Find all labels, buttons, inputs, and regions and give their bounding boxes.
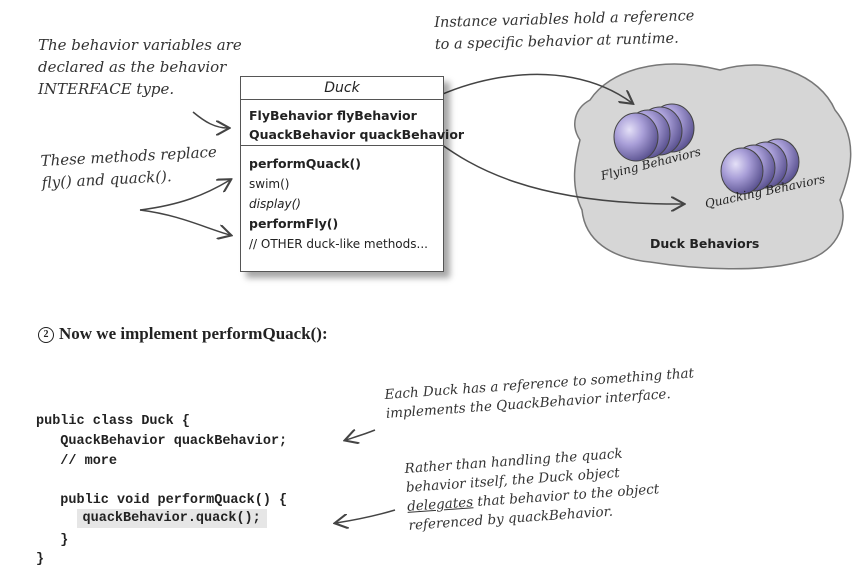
step-number: 2 [38,327,54,343]
flying-behaviors-spheres [613,103,695,162]
method-performfly: performFly() [249,216,339,231]
arrow-to-performfly [139,209,230,235]
class-methods: performQuack() swim() display() performF… [241,146,443,258]
method-swim: swim() [249,177,290,191]
heading-text: Now we implement performQuack(): [59,324,328,343]
class-attributes: FlyBehavior flyBehavior QuackBehavior qu… [241,100,465,146]
attribute-quack: QuackBehavior quackBehavior [249,127,465,142]
section-heading: 2 Now we implement performQuack(): [38,324,328,344]
code-line: // more [36,454,118,469]
delegates-word: delegates [406,494,474,515]
arrow-quackbehavior [437,141,683,204]
arrow-to-attributes [192,111,228,128]
note-line: INTERFACE type. [38,80,175,98]
quack-call-highlight: quackBehavior.quack(); [76,509,267,528]
code-line: } [36,552,45,567]
code-line: public void performQuack() { [36,493,288,508]
code-line: } [36,533,69,548]
quacking-behaviors-spheres [720,138,800,195]
class-name: Duck [241,77,443,100]
arrow-to-quack-call [336,509,396,523]
instance-variables-note: Instance variables hold a reference to a… [434,5,695,56]
attribute-fly: FlyBehavior flyBehavior [249,108,417,123]
method-performquack: performQuack() [249,156,361,171]
methods-replace-note: These methods replace fly() and quack(). [40,141,219,194]
method-other: // OTHER duck-like methods... [249,237,428,251]
note-line: declared as the behavior [38,58,227,76]
method-display: display() [249,197,301,211]
note-line: The behavior variables are [38,36,242,54]
arrow-to-performquack [139,180,230,211]
code-line-highlighted: quackBehavior.quack(); [36,509,267,528]
code-line: public class Duck { [36,414,190,429]
duck-behaviors-title: Duck Behaviors [650,236,760,251]
code-line: QuackBehavior quackBehavior; [36,434,288,449]
behavior-variables-note: The behavior variables are declared as t… [38,34,242,100]
duck-class-box: Duck FlyBehavior flyBehavior QuackBehavi… [240,76,465,272]
arrow-to-field [346,430,376,440]
